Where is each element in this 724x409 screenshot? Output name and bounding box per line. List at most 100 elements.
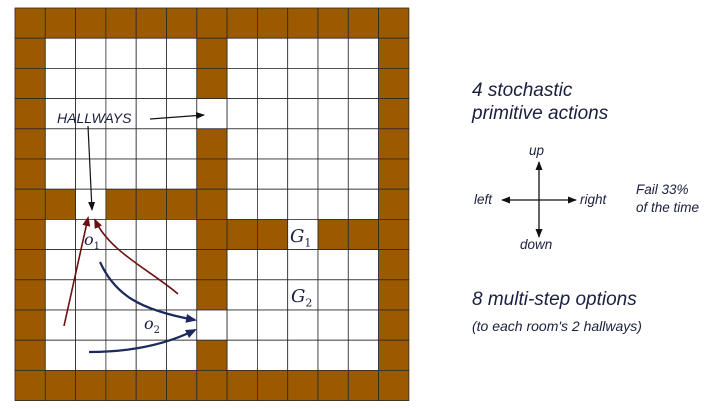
floor-cell bbox=[75, 68, 107, 100]
wall-cell bbox=[378, 339, 410, 371]
floor-cell bbox=[135, 279, 167, 311]
floor-cell bbox=[135, 128, 167, 160]
floor-cell bbox=[317, 98, 349, 130]
wall-cell bbox=[44, 7, 76, 39]
wall-cell bbox=[14, 309, 46, 341]
floor-cell bbox=[347, 98, 379, 130]
floor-cell bbox=[226, 68, 258, 100]
floor-cell bbox=[105, 279, 137, 311]
floor-cell bbox=[347, 68, 379, 100]
floor-cell bbox=[256, 339, 289, 371]
wall-cell bbox=[347, 218, 379, 250]
wall-cell bbox=[14, 218, 46, 250]
goal-1-label: G1 bbox=[290, 226, 311, 250]
action-left-label: left bbox=[474, 192, 493, 207]
wall-cell bbox=[378, 249, 410, 281]
floor-cell bbox=[256, 68, 289, 100]
floor-cell bbox=[135, 218, 167, 250]
floor-cell bbox=[105, 309, 137, 341]
wall-cell bbox=[196, 7, 228, 39]
floor-cell bbox=[317, 279, 349, 311]
goal-2-letter: G bbox=[291, 286, 306, 307]
floor-cell bbox=[317, 128, 349, 160]
wall-cell bbox=[317, 369, 349, 401]
floor-cell bbox=[75, 309, 107, 341]
floor-cell bbox=[105, 339, 137, 371]
wall-cell bbox=[196, 37, 228, 69]
wall-cell bbox=[256, 369, 289, 401]
wall-cell bbox=[196, 279, 228, 311]
floor-cell bbox=[44, 158, 76, 190]
wall-cell bbox=[44, 369, 76, 401]
floor-cell bbox=[105, 68, 137, 100]
floor-cell bbox=[256, 309, 289, 341]
goal-1-subscript: 1 bbox=[304, 236, 312, 250]
floor-cell bbox=[287, 279, 319, 311]
floor-cell bbox=[44, 128, 76, 160]
wall-cell bbox=[14, 7, 46, 39]
floor-cell bbox=[256, 98, 289, 130]
options-heading: 8 multi-step options bbox=[472, 289, 637, 310]
action-right-label: right bbox=[580, 192, 607, 207]
fail-rate-line2: of the time bbox=[636, 200, 700, 215]
wall-cell bbox=[378, 7, 410, 39]
wall-cell bbox=[135, 188, 167, 220]
floor-cell bbox=[166, 128, 198, 160]
wall-cell bbox=[14, 188, 46, 220]
floor-cell bbox=[226, 37, 258, 69]
floor-cell bbox=[75, 98, 107, 130]
wall-cell bbox=[378, 218, 410, 250]
wall-cell bbox=[14, 128, 46, 160]
floor-cell bbox=[226, 158, 258, 190]
wall-cell bbox=[378, 309, 410, 341]
wall-cell bbox=[347, 369, 379, 401]
floor-cell bbox=[347, 339, 379, 371]
wall-cell bbox=[196, 68, 228, 100]
floor-cell bbox=[317, 68, 349, 100]
wall-cell bbox=[105, 188, 137, 220]
wall-cell bbox=[287, 369, 319, 401]
wall-cell bbox=[196, 369, 228, 401]
floor-cell bbox=[317, 158, 349, 190]
wall-cell bbox=[14, 37, 46, 69]
wall-cell bbox=[105, 7, 137, 39]
floor-cell bbox=[44, 309, 76, 341]
floor-cell bbox=[105, 249, 137, 281]
floor-cell bbox=[105, 128, 137, 160]
floor-cell bbox=[226, 128, 258, 160]
arrows bbox=[63, 112, 577, 354]
floor-cell bbox=[317, 309, 349, 341]
wall-cell bbox=[378, 37, 410, 69]
goal-2-label: G2 bbox=[291, 286, 312, 310]
wall-cell bbox=[196, 128, 228, 160]
floor-cell bbox=[287, 158, 319, 190]
wall-cell bbox=[256, 7, 289, 39]
floor-cell bbox=[75, 339, 107, 371]
floor-cell bbox=[226, 309, 258, 341]
floor-cell bbox=[226, 339, 258, 371]
wall-cell bbox=[317, 7, 349, 39]
floor-cell bbox=[75, 37, 107, 69]
option-2-trajectory-b bbox=[88, 329, 197, 354]
wall-cell bbox=[317, 218, 349, 250]
hallways-label: HALLWAYS bbox=[57, 110, 132, 126]
wall-cell bbox=[378, 128, 410, 160]
floor-cell bbox=[287, 249, 319, 281]
wall-cell bbox=[75, 7, 107, 39]
wall-cell bbox=[14, 249, 46, 281]
option-1-trajectory-b bbox=[94, 218, 179, 295]
floor-cell bbox=[347, 158, 379, 190]
wall-cell bbox=[14, 158, 46, 190]
floor-cell bbox=[196, 98, 228, 130]
floor-cell bbox=[317, 37, 349, 69]
wall-cell bbox=[14, 68, 46, 100]
floor-cell bbox=[44, 249, 76, 281]
option-1-letter: o bbox=[84, 230, 94, 249]
floor-cell bbox=[347, 37, 379, 69]
goal-1-letter: G bbox=[290, 226, 305, 247]
floor-cell bbox=[226, 279, 258, 311]
option-1-trajectory-a bbox=[63, 216, 91, 327]
wall-cell bbox=[256, 218, 289, 250]
action-down-label: down bbox=[520, 237, 553, 252]
